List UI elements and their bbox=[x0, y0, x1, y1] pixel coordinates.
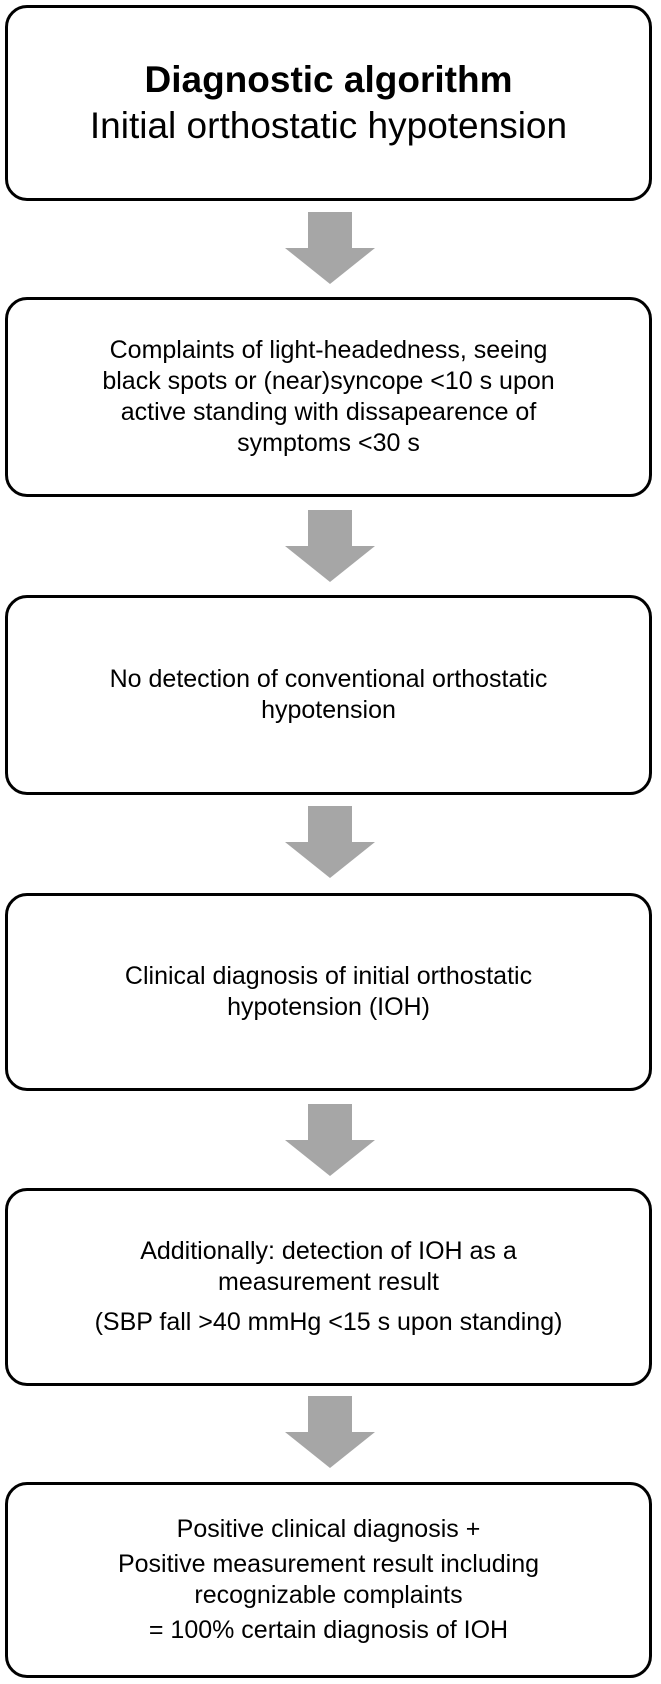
step-text-line: active standing with dissapearence of bbox=[120, 398, 537, 426]
step-text-line: black spots or (near)syncope <10 s upon bbox=[102, 367, 555, 395]
down-arrow-shape bbox=[285, 510, 375, 582]
down-arrow-icon bbox=[285, 212, 375, 284]
step-text-line: Complaints of light-headedness, seeing bbox=[109, 336, 548, 364]
step-box-symptoms: Complaints of light-headedness, seeing b… bbox=[5, 297, 652, 497]
step-text-line: Positive measurement result including bbox=[117, 1550, 540, 1578]
step-box-clinical-diagnosis: Clinical diagnosis of initial orthostati… bbox=[5, 893, 652, 1091]
step-text-line: hypotension bbox=[261, 696, 396, 724]
step-box-measurement: Additionally: detection of IOH as a meas… bbox=[5, 1188, 652, 1386]
step-text-line: Additionally: detection of IOH as a bbox=[140, 1237, 517, 1265]
down-arrow-shape bbox=[285, 212, 375, 284]
step-text-line: recognizable complaints bbox=[194, 1581, 463, 1609]
step-text-line: Positive clinical diagnosis + bbox=[176, 1515, 481, 1543]
diagram-subtitle: Initial orthostatic hypotension bbox=[89, 105, 568, 146]
down-arrow-shape bbox=[285, 1396, 375, 1468]
step-text-line: measurement result bbox=[218, 1268, 439, 1296]
down-arrow-icon bbox=[285, 806, 375, 878]
step-text-line: (SBP fall >40 mmHg <15 s upon standing) bbox=[94, 1308, 563, 1336]
step-text-line: No detection of conventional orthostatic bbox=[109, 665, 548, 693]
down-arrow-shape bbox=[285, 806, 375, 878]
down-arrow-icon bbox=[285, 510, 375, 582]
step-text-line: Clinical diagnosis of initial orthostati… bbox=[124, 962, 533, 990]
step-text-line: symptoms <30 s bbox=[237, 429, 420, 457]
step-box-certain-diagnosis: Positive clinical diagnosis + Positive m… bbox=[5, 1482, 652, 1678]
down-arrow-icon bbox=[285, 1104, 375, 1176]
title-box: Diagnostic algorithm Initial orthostatic… bbox=[5, 5, 652, 201]
step-box-no-conventional-oh: No detection of conventional orthostatic… bbox=[5, 595, 652, 795]
step-text-line: hypotension (IOH) bbox=[227, 993, 430, 1021]
step-text-line: = 100% certain diagnosis of IOH bbox=[148, 1616, 509, 1644]
diagram-title: Diagnostic algorithm bbox=[144, 59, 513, 100]
down-arrow-shape bbox=[285, 1104, 375, 1176]
down-arrow-icon bbox=[285, 1396, 375, 1468]
